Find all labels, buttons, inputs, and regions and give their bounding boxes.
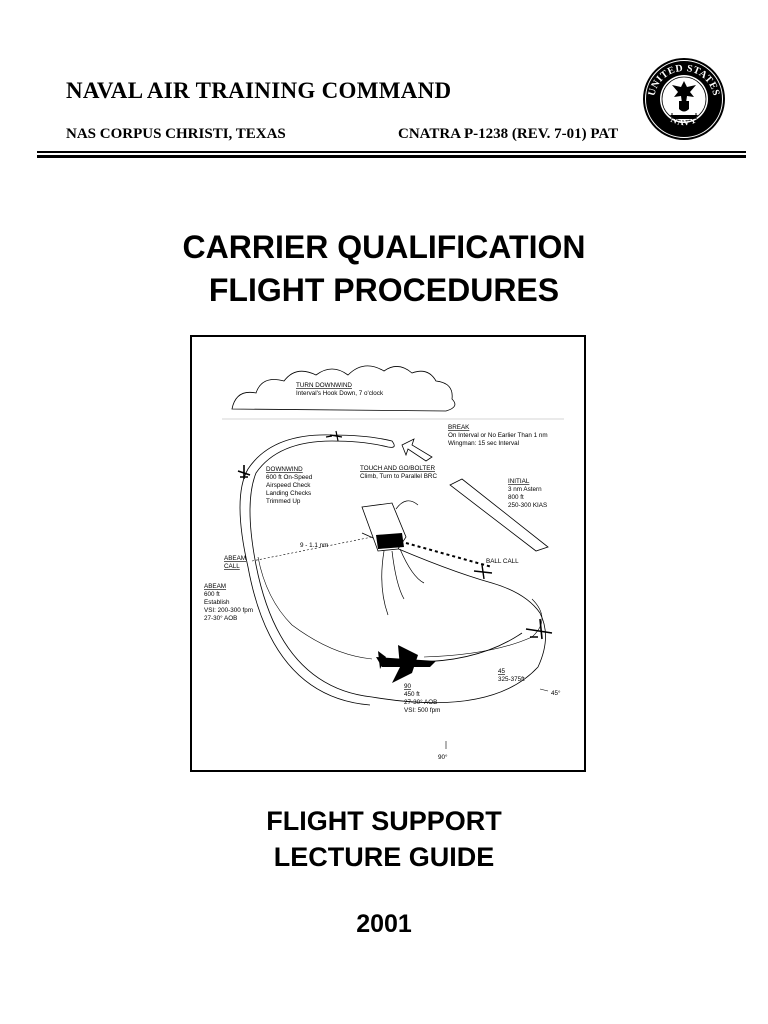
label-touch-and-go-line1: Climb, Turn to Parallel BRC — [360, 473, 437, 480]
label-touch-and-go-heading: TOUCH AND GO/BOLTER — [360, 465, 435, 472]
aircraft-icon-downwind — [237, 465, 251, 479]
aircraft-icon-90 — [376, 645, 436, 683]
label-90-heading: 90 — [404, 683, 412, 690]
label-initial-line3: 250-300 KIAS — [508, 502, 547, 509]
landing-pattern-diagram: TURN DOWNWIND Interval's Hook Down, 7 o'… — [190, 335, 586, 772]
publication-year: 2001 — [356, 910, 412, 938]
label-90-line3: VSI: 500 fpm — [404, 707, 440, 714]
break-arrow-icon — [401, 438, 433, 462]
label-90-line1: 450 ft — [404, 691, 420, 698]
initial-lane — [449, 478, 549, 552]
label-abeam-line1: 600 ft — [204, 591, 220, 598]
label-break-line2: Wingman: 15 sec Interval — [448, 440, 519, 447]
pattern-illustration: TURN DOWNWIND Interval's Hook Down, 7 o'… — [204, 365, 564, 761]
navy-seal-logo: UNITED STATES NAVY — [643, 58, 725, 140]
label-abeam-line3: VSI: 200-300 fpm — [204, 607, 253, 614]
label-90-line2: 27-30° AOB — [404, 698, 437, 706]
location-text: NAS CORPUS CHRISTI, TEXAS — [66, 126, 286, 142]
label-abeam-call-line1: ABEAM — [224, 555, 246, 562]
label-downwind-heading: DOWNWIND — [266, 466, 303, 473]
organization-name: NAVAL AIR TRAINING COMMAND — [66, 78, 452, 103]
label-abeam-line4: 27-30° AOB — [204, 614, 237, 622]
subtitle-line-2: LECTURE GUIDE — [273, 842, 495, 872]
label-initial-heading: INITIAL — [508, 478, 530, 485]
label-ball-call: BALL CALL — [486, 558, 519, 565]
aircraft-icon-45 — [525, 618, 553, 640]
cloud-icon — [231, 365, 456, 412]
label-break-line1: On Interval or No Earlier Than 1 nm — [448, 432, 548, 439]
pattern-track-outer — [239, 434, 546, 706]
label-break-heading: BREAK — [448, 424, 470, 431]
label-45-degrees: 45° — [551, 689, 561, 697]
label-turn-downwind-heading: TURN DOWNWIND — [296, 382, 352, 389]
label-downwind-line1: 600 ft On-Speed — [266, 474, 313, 481]
label-downwind-line3: Landing Checks — [266, 490, 311, 497]
ship-wake — [381, 500, 425, 616]
label-90-degrees: 90° — [438, 753, 448, 761]
label-downwind-line4: Trimmed Up — [266, 498, 301, 505]
carrier-superstructure — [376, 533, 404, 549]
header-rule-thin — [37, 151, 746, 153]
header-rule-thick — [37, 155, 746, 158]
distance-line — [251, 536, 373, 562]
label-distance: 9 - 1.1 nm — [300, 542, 328, 549]
label-abeam-line2: Establish — [204, 599, 230, 606]
title-line-2: FLIGHT PROCEDURES — [208, 272, 560, 308]
label-downwind-line2: Airspeed Check — [266, 482, 311, 489]
aircraft-icon-break — [325, 430, 343, 442]
pattern-track-inner — [257, 556, 543, 660]
glideslope-line — [405, 542, 493, 568]
eagle-icon — [672, 81, 696, 103]
shield-icon — [679, 101, 689, 112]
subtitle-line-1: FLIGHT SUPPORT — [266, 806, 502, 836]
label-initial-line1: 3 nm Astern — [508, 486, 542, 493]
aircraft-icon-ball-call — [473, 564, 493, 580]
label-abeam-heading: ABEAM — [204, 583, 226, 590]
label-turn-downwind-line1: Interval's Hook Down, 7 o'clock — [296, 390, 384, 397]
label-45-line1: 325-375ft — [498, 676, 525, 683]
title-line-1: CARRIER QUALIFICATION — [182, 229, 586, 265]
label-initial-line2: 800 ft — [508, 494, 524, 501]
label-45-heading: 45 — [498, 668, 506, 675]
document-number: CNATRA P-1238 (REV. 7-01) PAT — [398, 126, 619, 142]
ship-icon — [670, 115, 698, 119]
label-abeam-call-line2: CALL — [224, 563, 240, 570]
